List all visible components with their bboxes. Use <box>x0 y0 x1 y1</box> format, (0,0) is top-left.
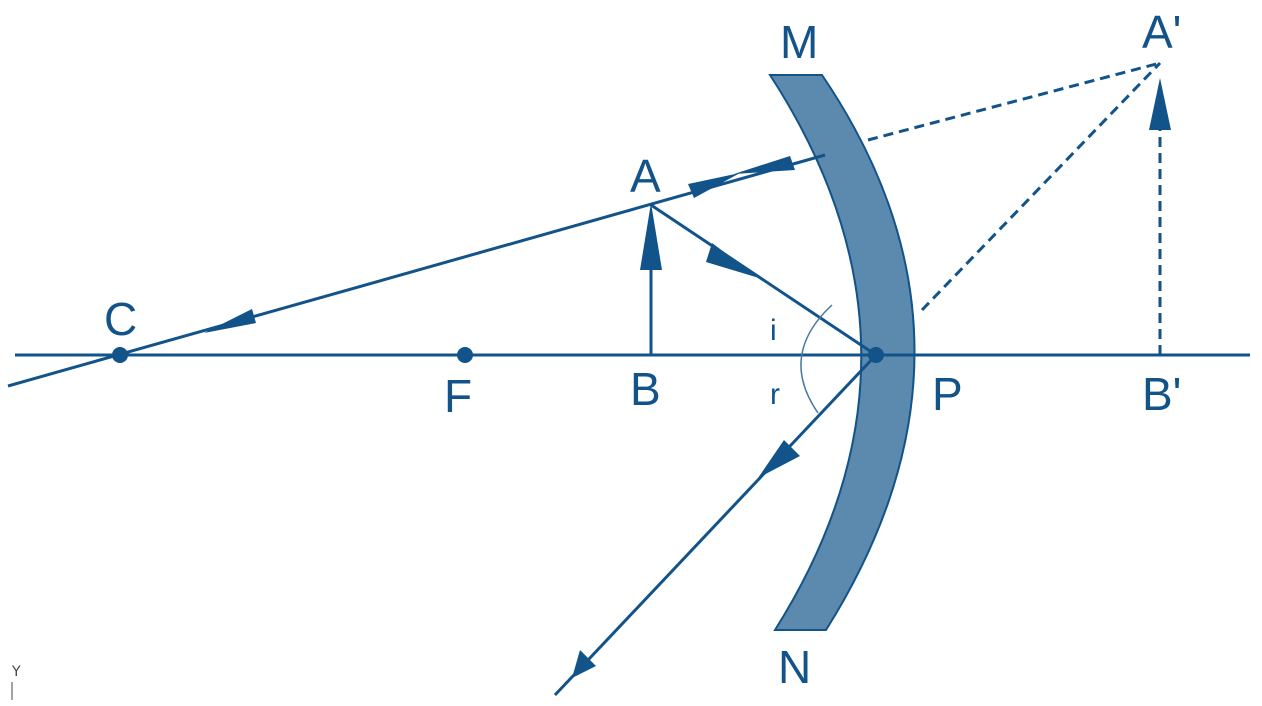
concave-mirror <box>768 74 916 631</box>
label-b: B <box>630 363 661 415</box>
pole-point <box>868 347 884 363</box>
ray-arrow-a-to-p <box>706 243 759 278</box>
label-i: i <box>770 314 777 347</box>
label-a-prime: A' <box>1142 6 1181 58</box>
center-of-curvature-point <box>112 347 128 363</box>
ray-arrow-back-from-mirror <box>734 156 795 174</box>
virtual-ray-1 <box>867 61 1161 142</box>
reflected-ray-arrow-1 <box>758 440 800 478</box>
virtual-ray-2 <box>920 61 1162 312</box>
corner-mark-label: Y <box>11 664 21 680</box>
label-b-prime: B' <box>1142 368 1181 420</box>
ray-arrow-toward-c <box>204 309 256 333</box>
label-f: F <box>444 370 472 422</box>
angle-arc <box>800 304 833 414</box>
label-r: r <box>770 378 780 411</box>
object-arrowhead <box>640 203 662 270</box>
focus-point <box>457 347 473 363</box>
label-c: C <box>104 293 137 345</box>
ray-through-c <box>7 153 826 388</box>
reflected-ray <box>553 353 878 697</box>
reflected-ray-arrow-2 <box>572 650 596 678</box>
label-p: P <box>932 368 963 420</box>
image-arrowhead <box>1149 78 1171 130</box>
label-n: N <box>778 641 811 693</box>
label-m: M <box>780 16 818 68</box>
ray-arrow-toward-mirror <box>688 173 740 198</box>
label-a: A <box>630 150 661 202</box>
ray-a-to-pole <box>650 203 877 357</box>
